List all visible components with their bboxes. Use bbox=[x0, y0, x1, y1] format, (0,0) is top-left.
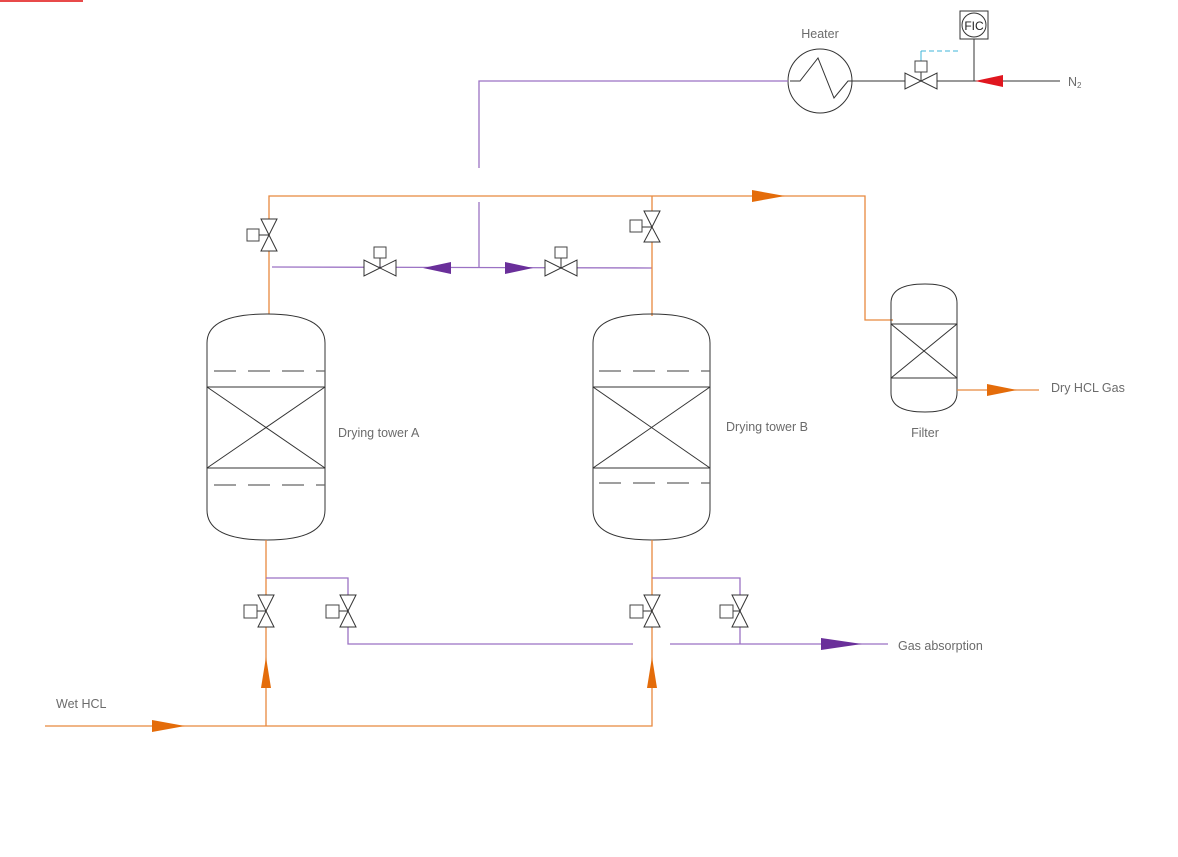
n2-inlet-arrow bbox=[975, 75, 1003, 87]
gas-absorption-label: Gas absorption bbox=[898, 639, 983, 653]
tower-a-label: Drying tower A bbox=[338, 426, 420, 440]
wet-hcl-feed: Wet HCL bbox=[45, 540, 657, 732]
drying-tower-b[interactable]: Drying tower B bbox=[592, 313, 808, 541]
wet-hcl-label: Wet HCL bbox=[56, 697, 107, 711]
gas-absorption-line: Gas absorption bbox=[266, 577, 983, 653]
gas-absorption-arrow bbox=[821, 638, 862, 650]
header-arrow bbox=[752, 190, 785, 202]
drying-tower-a[interactable]: Drying tower A bbox=[206, 313, 420, 541]
top-valve-b[interactable] bbox=[629, 210, 661, 243]
n2-arrow-right bbox=[505, 262, 533, 274]
bottom-valve-a2[interactable] bbox=[325, 594, 357, 628]
heater[interactable]: Heater bbox=[787, 27, 853, 114]
bottom-valve-a1[interactable] bbox=[243, 594, 275, 628]
bottom-valve-b2[interactable] bbox=[719, 594, 749, 628]
title-accent-bar bbox=[0, 0, 83, 2]
n2-supply-line: N2 bbox=[850, 75, 1082, 90]
bottom-valve-b1[interactable] bbox=[629, 594, 661, 628]
regen-valve-a[interactable] bbox=[363, 246, 397, 277]
n2-arrow-left bbox=[423, 262, 451, 274]
dry-hcl-label: Dry HCL Gas bbox=[1051, 381, 1125, 395]
feed-arrow-a bbox=[261, 657, 271, 688]
n2-control-valve[interactable] bbox=[904, 60, 938, 90]
dry-hcl-outlet: Dry HCL Gas bbox=[957, 381, 1125, 396]
n2-label: N2 bbox=[1068, 75, 1082, 90]
filter[interactable]: Filter bbox=[890, 283, 958, 440]
regen-valve-b[interactable] bbox=[544, 246, 578, 277]
wet-hcl-arrow bbox=[152, 720, 185, 732]
top-valve-a[interactable] bbox=[246, 218, 278, 252]
fic-instrument[interactable]: FIC bbox=[959, 10, 989, 81]
heater-label: Heater bbox=[801, 27, 839, 41]
filter-label: Filter bbox=[911, 426, 939, 440]
dry-hcl-header bbox=[268, 190, 893, 321]
feed-arrow-b bbox=[647, 657, 657, 688]
n2-regeneration-lines bbox=[271, 80, 788, 274]
fic-label: FIC bbox=[964, 19, 984, 33]
dry-hcl-arrow bbox=[987, 384, 1017, 396]
tower-b-label: Drying tower B bbox=[726, 420, 808, 434]
